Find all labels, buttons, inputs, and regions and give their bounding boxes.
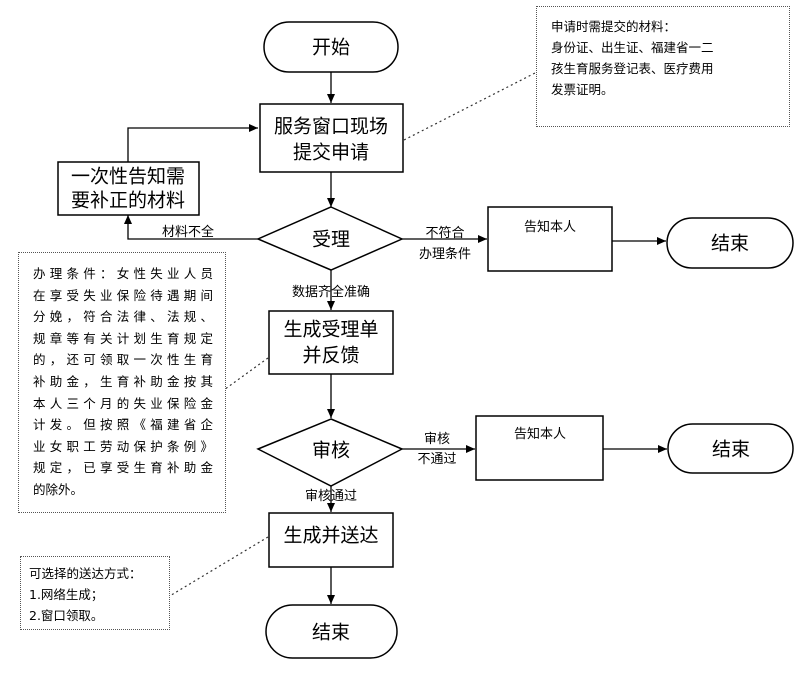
delivery-note: 可选择的送达方式： 1.网络生成； 2.窗口领取。 xyxy=(20,556,170,630)
materials-note: 申请时需提交的材料： 身份证、出生证、福建省一二 孩生育服务登记表、医疗费用 发… xyxy=(536,6,790,127)
conditions-note-line: 在享受失业保险待遇期间 xyxy=(33,287,213,303)
conditions-note-line: 的，还可领取一次性生育 xyxy=(33,352,213,368)
deliver-label: 生成并送达 xyxy=(283,525,378,547)
review-decision-node[interactable]: 审核 xyxy=(256,418,404,487)
edge-label-review-failed-1: 审核 xyxy=(424,432,450,447)
accept-label: 受理 xyxy=(312,229,350,251)
delivery-note-connector xyxy=(167,536,269,598)
correction-label-line1: 一次性告知需 xyxy=(71,166,185,188)
materials-note-title: 申请时需提交的材料： xyxy=(551,19,677,34)
correction-label-line2: 要补正的材料 xyxy=(71,190,185,212)
conditions-note-connector xyxy=(209,357,269,401)
accept-decision-node[interactable]: 受理 xyxy=(256,206,404,271)
delivery-note-line: 2.窗口领取。 xyxy=(29,608,104,623)
materials-note-line: 发票证明。 xyxy=(551,82,614,97)
notify2-label: 告知本人 xyxy=(514,426,566,442)
notify-applicant-node-1[interactable]: 告知本人 xyxy=(487,206,613,272)
materials-note-line: 孩生育服务登记表、医疗费用 xyxy=(551,61,714,76)
conditions-note-line: 规章等有关计划生育规定 xyxy=(33,330,213,346)
start-node[interactable]: 开始 xyxy=(263,21,399,73)
notify1-label: 告知本人 xyxy=(524,219,576,235)
start-node-label: 开始 xyxy=(312,37,350,59)
edge-label-review-failed-2: 不通过 xyxy=(417,452,456,467)
materials-note-line: 身份证、出生证、福建省一二 xyxy=(551,40,714,55)
conditions-note-line: 本人三个月的失业保险金 xyxy=(33,395,213,411)
conditions-note: 办理条件：女性失业人员 在享受失业保险待遇期间 分娩，符合法律、法规、 规章等有… xyxy=(18,252,226,513)
edge-correction-submit xyxy=(127,124,258,162)
generate-receipt-node[interactable]: 生成受理单 并反馈 xyxy=(268,310,394,375)
edge-accept-correction xyxy=(124,215,258,240)
receipt-label-line2: 并反馈 xyxy=(302,345,359,367)
end2-label: 结束 xyxy=(712,439,750,461)
submit-label-line1: 服务窗口现场 xyxy=(274,116,388,138)
conditions-note-line: 补助金，生育补助金按其 xyxy=(33,373,213,389)
generate-deliver-node[interactable]: 生成并送达 xyxy=(268,512,394,568)
notify-applicant-node-2[interactable]: 告知本人 xyxy=(475,415,604,481)
delivery-note-title: 可选择的送达方式： xyxy=(29,566,142,581)
submit-label-line2: 提交申请 xyxy=(293,142,369,164)
end-node-2[interactable]: 结束 xyxy=(667,423,794,474)
edge-label-not-qualified-2: 办理条件 xyxy=(419,246,471,262)
conditions-note-line: 计发。但按照《福建省企 xyxy=(33,417,213,433)
conditions-note-line: 规定，已享受生育补助金 xyxy=(33,460,213,476)
submit-application-node[interactable]: 服务窗口现场 提交申请 xyxy=(259,103,404,173)
end-node-1[interactable]: 结束 xyxy=(666,217,794,269)
edge-label-incomplete: 材料不全 xyxy=(162,224,214,240)
correction-materials-node[interactable]: 一次性告知需 要补正的材料 xyxy=(57,161,200,216)
delivery-note-line: 1.网络生成； xyxy=(29,587,104,602)
materials-note-connector xyxy=(403,71,538,141)
review-label: 审核 xyxy=(312,440,350,462)
conditions-note-line: 办理条件：女性失业人员 xyxy=(33,266,213,281)
edge-label-not-qualified-1: 不符合 xyxy=(425,225,464,241)
conditions-note-line: 业女职工劳动保护条例》 xyxy=(33,438,213,454)
conditions-note-line: 的除外。 xyxy=(33,481,84,497)
edge-label-review-passed: 审核通过 xyxy=(305,489,357,504)
edge-label-data-complete: 数据齐全准确 xyxy=(292,284,370,300)
end-final-label: 结束 xyxy=(312,622,350,644)
receipt-label-line1: 生成受理单 xyxy=(283,319,378,341)
end-node-final[interactable]: 结束 xyxy=(265,604,398,659)
conditions-note-line: 分娩，符合法律、法规、 xyxy=(33,309,213,325)
end1-label: 结束 xyxy=(711,233,749,255)
